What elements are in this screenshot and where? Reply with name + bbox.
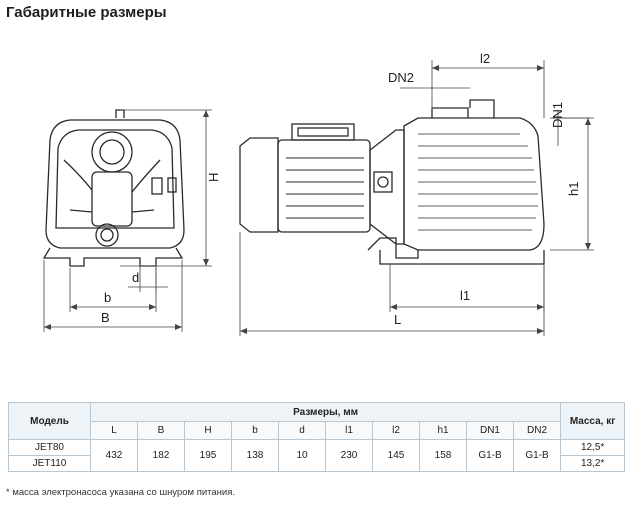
label-H: H [206,173,221,182]
col-header: B [137,421,185,440]
col-header: H [184,421,232,440]
col-header: DN2 [512,421,562,440]
col-header: l1 [325,421,373,440]
label-DN2: DN2 [388,70,414,85]
col-header: h1 [419,421,467,440]
value-cell: 182 [137,439,185,472]
specs-table: Модель Размеры, мм Масса, кг L B H b d l… [8,402,626,472]
model-cell: JET110 [8,455,91,472]
value-cell: G1-B [512,439,562,472]
mass-header: Масса, кг [560,402,626,440]
value-cell: 10 [278,439,326,472]
col-header: b [231,421,279,440]
label-DN1: DN1 [550,102,565,128]
dimensions-drawing: H b B d DN2 l2 DN1 h1 l1 L [42,51,594,336]
label-d: d [132,270,139,285]
side-view [239,99,545,265]
value-cell: 145 [372,439,420,472]
label-b: b [104,290,111,305]
dimensions-header: Размеры, мм [89,402,562,422]
value-cell: 195 [184,439,232,472]
value-cell: 138 [231,439,279,472]
col-header: L [90,421,138,440]
mass-cell: 13,2* [560,455,626,472]
model-cell: JET80 [8,439,91,456]
label-l2: l2 [480,51,490,66]
col-header: d [278,421,326,440]
value-cell: 230 [325,439,373,472]
col-header: DN1 [466,421,514,440]
value-cell: G1-B [466,439,514,472]
footnote: * масса электронасоса указана со шнуром … [6,487,236,498]
col-header: l2 [372,421,420,440]
value-cell: 432 [90,439,138,472]
model-header: Модель [8,402,91,440]
value-cell: 158 [419,439,467,472]
mass-cell: 12,5* [560,439,626,456]
label-l1: l1 [460,288,470,303]
label-L: L [394,312,401,327]
page-title: Габаритные размеры [6,4,167,21]
label-B: B [101,310,110,325]
label-h1: h1 [566,182,581,196]
front-view [42,109,185,267]
